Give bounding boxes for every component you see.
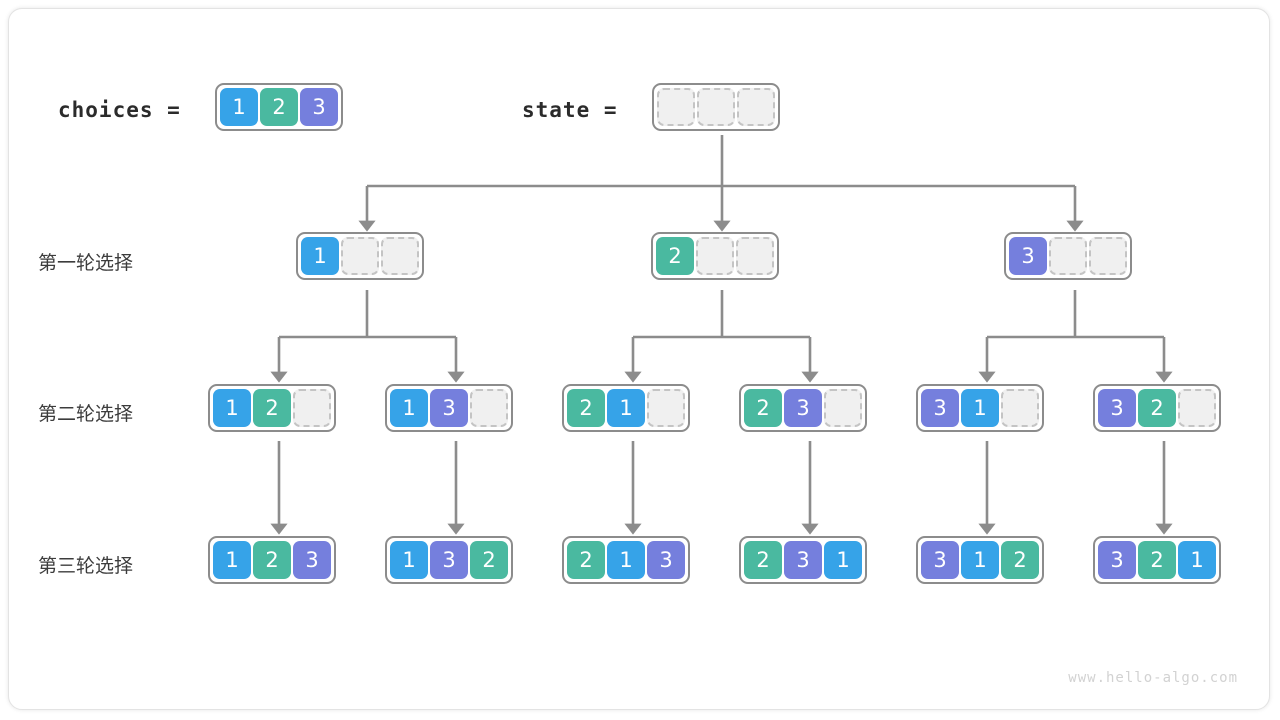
level3-node: 1 2 3: [208, 536, 336, 584]
state-cell-empty: [381, 237, 419, 275]
choices-cell: 2: [260, 88, 298, 126]
level3-node: 2 3 1: [739, 536, 867, 584]
state-cell: 1: [301, 237, 339, 275]
choices-cell: 1: [220, 88, 258, 126]
state-cell-empty: [293, 389, 331, 427]
state-cell-empty: [657, 88, 695, 126]
state-cell-empty: [824, 389, 862, 427]
state-cell-empty: [647, 389, 685, 427]
state-cell: 2: [470, 541, 508, 579]
state-cell: 1: [390, 389, 428, 427]
state-cell-empty: [1089, 237, 1127, 275]
choices-label: choices =: [58, 98, 181, 122]
diagram-card: [8, 8, 1270, 710]
state-cell: 2: [253, 541, 291, 579]
state-cell-empty: [737, 88, 775, 126]
state-cell: 2: [1138, 389, 1176, 427]
state-label: state =: [522, 98, 618, 122]
state-cell-empty: [1178, 389, 1216, 427]
state-cell-empty: [696, 237, 734, 275]
state-cell: 3: [430, 541, 468, 579]
state-cell: 1: [213, 389, 251, 427]
state-cell-empty: [341, 237, 379, 275]
level2-node: 1 3: [385, 384, 513, 432]
state-cell: 2: [656, 237, 694, 275]
state-cell: 2: [744, 389, 782, 427]
state-cell: 3: [784, 389, 822, 427]
row-label-round2: 第二轮选择: [38, 403, 134, 425]
level2-node: 1 2: [208, 384, 336, 432]
choices-cell: 3: [300, 88, 338, 126]
state-cell: 3: [293, 541, 331, 579]
state-cell: 2: [567, 541, 605, 579]
level2-node: 2 3: [739, 384, 867, 432]
state-cell: 2: [1138, 541, 1176, 579]
state-cell: 1: [213, 541, 251, 579]
state-cell-empty: [470, 389, 508, 427]
state-cell: 3: [1009, 237, 1047, 275]
state-array-root: [652, 83, 780, 131]
row-label-round1: 第一轮选择: [38, 252, 134, 274]
row-label-round3: 第三轮选择: [38, 555, 134, 577]
level3-node: 1 3 2: [385, 536, 513, 584]
state-cell: 3: [647, 541, 685, 579]
state-cell: 2: [253, 389, 291, 427]
level3-node: 3 1 2: [916, 536, 1044, 584]
state-cell: 2: [567, 389, 605, 427]
watermark: www.hello-algo.com: [1068, 670, 1238, 686]
level2-node: 3 2: [1093, 384, 1221, 432]
level3-node: 2 1 3: [562, 536, 690, 584]
level2-node: 2 1: [562, 384, 690, 432]
state-cell: 1: [607, 541, 645, 579]
state-cell-empty: [697, 88, 735, 126]
state-cell: 2: [744, 541, 782, 579]
state-cell: 1: [824, 541, 862, 579]
level2-node: 3 1: [916, 384, 1044, 432]
state-cell: 1: [961, 389, 999, 427]
state-cell: 1: [961, 541, 999, 579]
state-cell: 3: [1098, 389, 1136, 427]
state-cell: 3: [1098, 541, 1136, 579]
level1-node: 2: [651, 232, 779, 280]
level3-node: 3 2 1: [1093, 536, 1221, 584]
state-cell: 3: [784, 541, 822, 579]
level1-node: 3: [1004, 232, 1132, 280]
state-cell: 3: [430, 389, 468, 427]
state-cell: 1: [607, 389, 645, 427]
state-cell-empty: [1049, 237, 1087, 275]
choices-array: 1 2 3: [215, 83, 343, 131]
state-cell: 2: [1001, 541, 1039, 579]
state-cell: 3: [921, 541, 959, 579]
state-cell: 1: [390, 541, 428, 579]
state-cell: 3: [921, 389, 959, 427]
state-cell-empty: [736, 237, 774, 275]
level1-node: 1: [296, 232, 424, 280]
state-cell-empty: [1001, 389, 1039, 427]
state-cell: 1: [1178, 541, 1216, 579]
